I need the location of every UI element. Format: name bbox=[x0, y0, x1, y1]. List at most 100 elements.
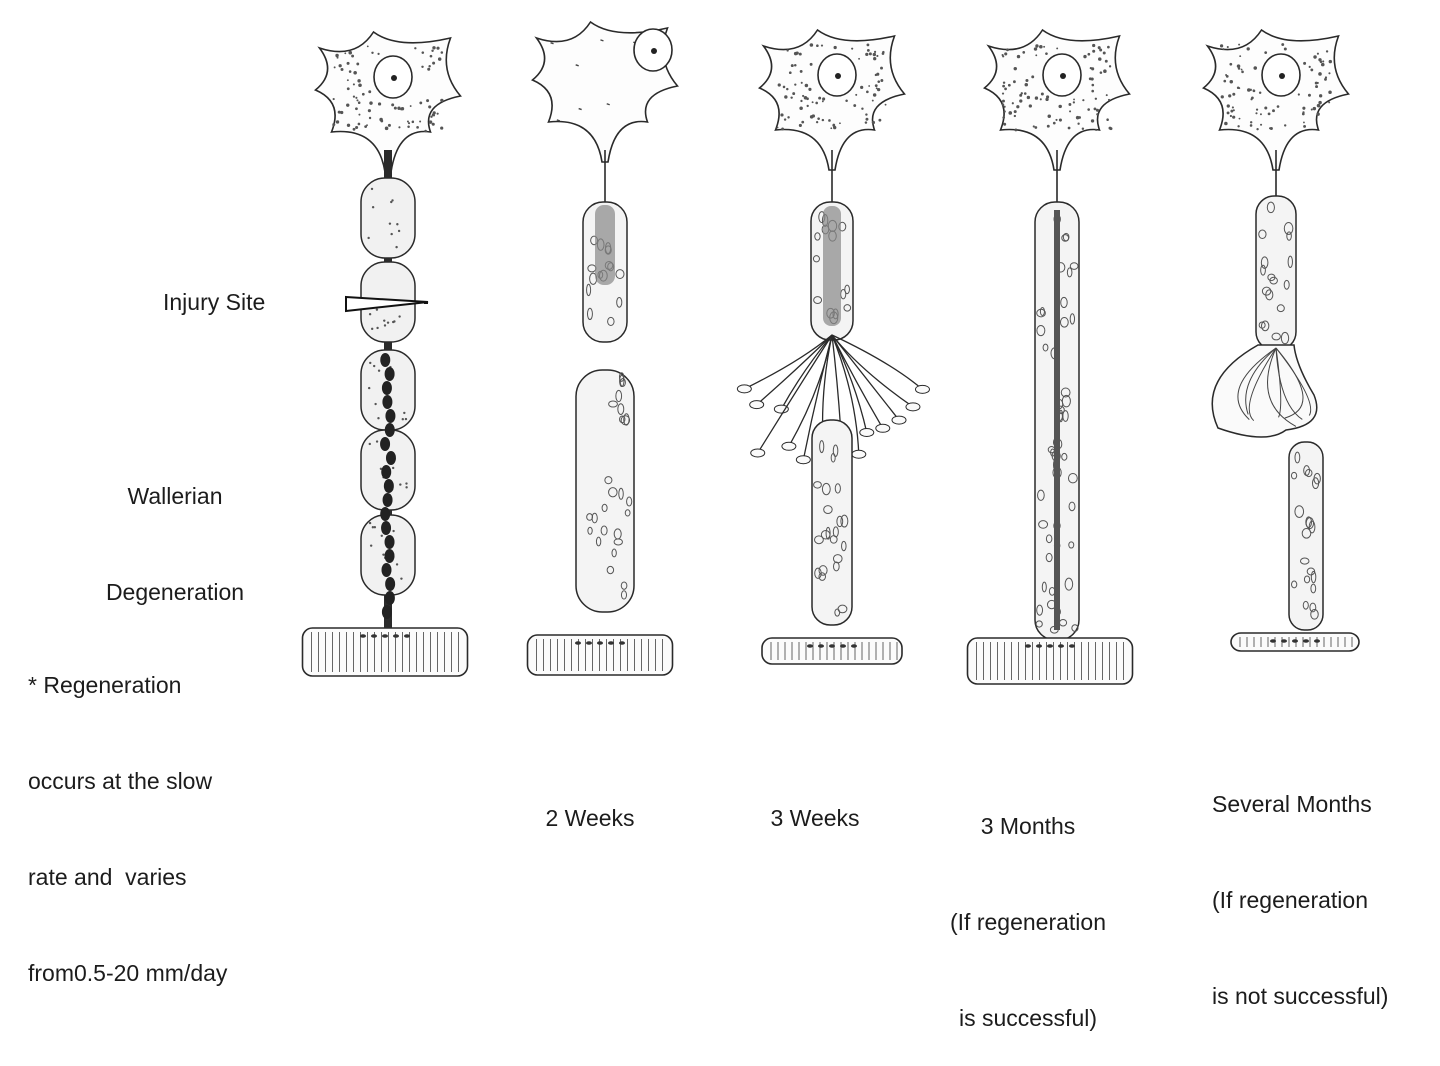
nissl-granule bbox=[1328, 72, 1331, 75]
nissl-granule bbox=[786, 49, 789, 52]
nissl-granule bbox=[1094, 97, 1098, 100]
nissl-granule bbox=[864, 121, 868, 124]
schwann-nucleus bbox=[813, 296, 823, 305]
schwann-nucleus bbox=[1260, 264, 1266, 276]
nissl-granule bbox=[860, 85, 864, 89]
growth-cone bbox=[795, 455, 811, 465]
motor-endplate-nucleus bbox=[1047, 644, 1053, 648]
regenerated-axon bbox=[1054, 210, 1060, 630]
nissl-granule bbox=[1303, 124, 1307, 128]
axon-fragment bbox=[380, 507, 391, 521]
myelin-debris bbox=[368, 521, 372, 525]
nissl-granule bbox=[352, 127, 356, 131]
schwann-nucleus bbox=[619, 374, 625, 388]
motor-endplate-nucleus bbox=[1069, 644, 1075, 648]
schwann-nucleus bbox=[1260, 256, 1269, 269]
axon-sprout bbox=[780, 334, 833, 410]
nissl-granule bbox=[1316, 103, 1321, 108]
nissl-granule bbox=[440, 98, 444, 103]
nissl-granule bbox=[427, 67, 431, 71]
nissl-granule bbox=[1095, 128, 1098, 131]
nissl-granule bbox=[431, 122, 435, 126]
myelin-debris bbox=[392, 529, 395, 533]
axon-fragment bbox=[381, 521, 392, 535]
stage-label-several-months: Several Months (If regeneration is not s… bbox=[1212, 791, 1389, 1009]
nissl-granule bbox=[799, 69, 803, 73]
nissl-granule bbox=[1073, 98, 1075, 101]
nissl-granule bbox=[1238, 43, 1241, 46]
schwann-nucleus bbox=[1286, 231, 1292, 241]
nissl-granule bbox=[1228, 94, 1232, 98]
schwann-nucleus bbox=[1045, 552, 1053, 563]
nissl-granule bbox=[781, 127, 784, 131]
schwann-nucleus bbox=[1071, 624, 1079, 632]
nissl-granule bbox=[851, 47, 854, 50]
nissl-granule bbox=[828, 119, 831, 122]
schwann-nucleus bbox=[1294, 505, 1305, 518]
nissl-granule bbox=[790, 64, 794, 68]
motor-endplate-nucleus bbox=[1303, 639, 1309, 643]
schwann-nucleus bbox=[1045, 534, 1053, 544]
nissl-granule bbox=[1272, 109, 1275, 113]
injury-site-pointer bbox=[345, 295, 429, 313]
motor-endplate-nucleus bbox=[1270, 639, 1276, 643]
motor-endplate-nucleus bbox=[1314, 639, 1320, 643]
nissl-granule bbox=[1013, 114, 1017, 118]
nissl-granule bbox=[874, 84, 878, 88]
nissl-granule bbox=[884, 103, 887, 106]
myelin-debris bbox=[370, 187, 374, 191]
neuron-cell-body bbox=[757, 28, 906, 171]
schwann-nucleus bbox=[1276, 304, 1285, 313]
nissl-granule bbox=[1264, 106, 1268, 110]
schwann-nucleus bbox=[613, 528, 622, 540]
schwann-nucleus bbox=[1060, 296, 1068, 309]
schwann-nucleus bbox=[619, 415, 626, 424]
nissl-granule bbox=[357, 79, 361, 83]
nissl-granule bbox=[371, 51, 374, 55]
growth-cone bbox=[851, 449, 867, 459]
schwann-nucleus bbox=[600, 525, 608, 536]
schwann-nucleus bbox=[608, 400, 618, 408]
schwann-nucleus bbox=[1069, 313, 1076, 325]
nissl-granule bbox=[1303, 61, 1307, 65]
nissl-granule bbox=[878, 118, 882, 122]
growth-cone bbox=[859, 428, 875, 438]
nissl-granule bbox=[346, 79, 349, 82]
schwann-nucleus bbox=[608, 487, 618, 498]
schwann-nucleus bbox=[591, 512, 598, 524]
nissl-granule bbox=[1108, 126, 1112, 130]
nissl-granule bbox=[794, 83, 797, 86]
myelin-debris bbox=[380, 534, 383, 538]
nissl-granule bbox=[358, 113, 361, 116]
schwann-nucleus bbox=[1039, 306, 1045, 316]
nissl-granule bbox=[1014, 128, 1018, 132]
schwann-nucleus bbox=[814, 567, 822, 579]
myelin-debris bbox=[383, 324, 387, 327]
nissl-granule bbox=[776, 126, 779, 129]
schwann-nucleus bbox=[586, 283, 592, 297]
nissl-granule bbox=[1002, 81, 1006, 84]
nissl-granule bbox=[346, 61, 350, 65]
myelin-debris bbox=[397, 229, 401, 233]
tangled-axon bbox=[1275, 347, 1304, 419]
schwann-nucleus bbox=[1064, 577, 1074, 591]
nissl-granule bbox=[351, 54, 355, 58]
nissl-granule bbox=[1024, 82, 1029, 87]
nissl-granule bbox=[1022, 51, 1026, 54]
nissl-granule bbox=[1043, 45, 1046, 48]
nissl-granule bbox=[801, 120, 805, 124]
schwann-nucleus bbox=[1271, 332, 1281, 341]
axon-fragment bbox=[384, 549, 395, 563]
nissl-granule bbox=[873, 50, 877, 53]
nissl-granule bbox=[436, 46, 440, 50]
nissl-granule bbox=[366, 45, 369, 48]
nissl-granule bbox=[1258, 91, 1262, 94]
motor-endplate-nucleus bbox=[404, 634, 410, 638]
nissl-granule bbox=[1231, 106, 1234, 109]
nissl-granule bbox=[393, 106, 397, 110]
schwann-nucleus bbox=[1069, 262, 1079, 270]
nissl-granule bbox=[1099, 48, 1103, 52]
myelin-debris bbox=[383, 319, 386, 322]
growth-cone bbox=[749, 400, 765, 410]
nissl-granule bbox=[865, 117, 869, 121]
